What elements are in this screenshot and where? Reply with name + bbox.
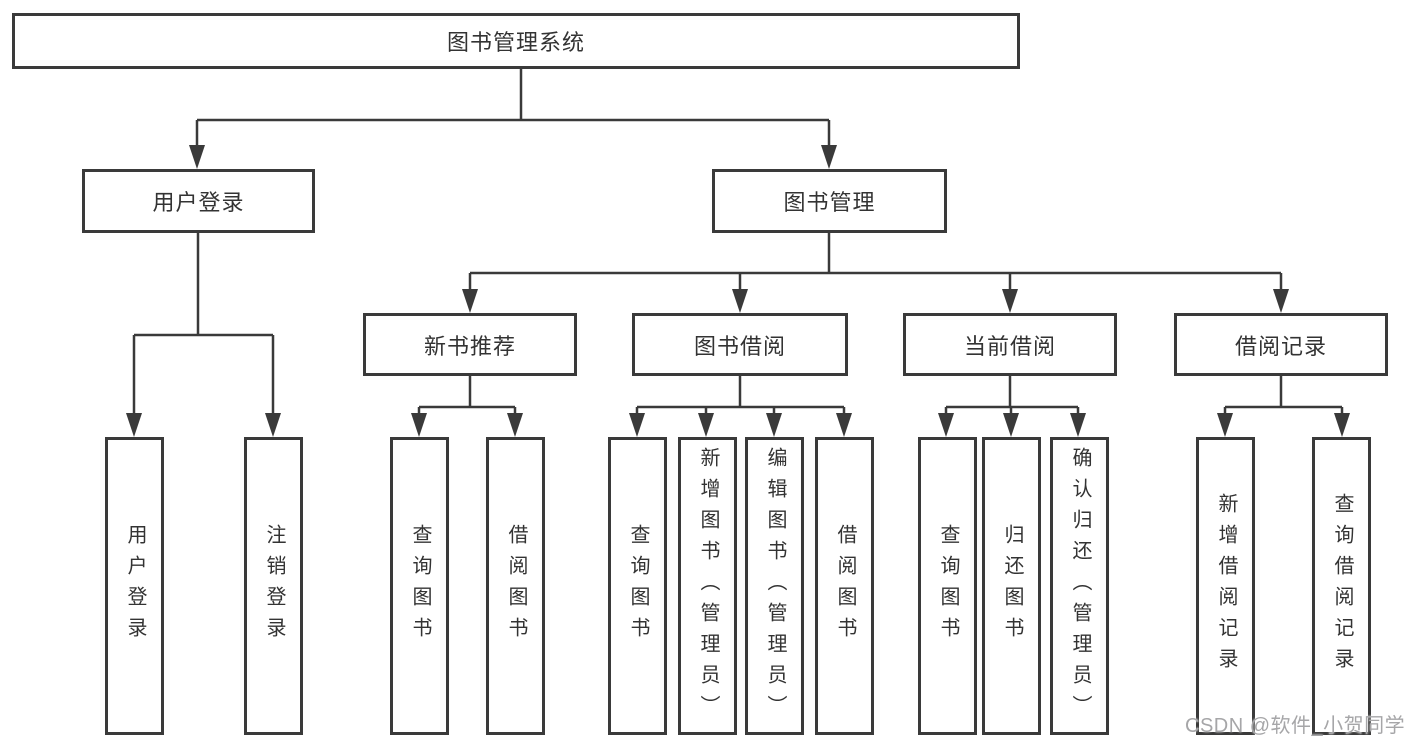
leaf-return-books-label: 归还图书	[1001, 524, 1023, 648]
node-new-book-recommend-label: 新书推荐	[423, 333, 516, 359]
leaf-query-books-current: 查询图书	[918, 437, 977, 735]
leaf-query-books-recommend-label: 查询图书	[409, 524, 431, 648]
leaf-borrow-books-recommend: 借阅图书	[486, 437, 545, 735]
leaf-query-books-current-label: 查询图书	[937, 524, 959, 648]
leaf-confirm-return-admin: 确认归还（管理员）	[1050, 437, 1109, 735]
leaf-add-book-admin: 新增图书（管理员）	[678, 437, 737, 735]
leaf-query-borrow-record-label: 查询借阅记录	[1331, 493, 1353, 679]
leaf-logout: 注销登录	[244, 437, 303, 735]
leaf-confirm-return-admin-label: 确认归还（管理员）	[1069, 446, 1091, 726]
leaf-borrow-books-borrowing-label: 借阅图书	[834, 524, 856, 648]
leaf-add-book-admin-label: 新增图书（管理员）	[697, 446, 719, 726]
leaf-query-books-borrowing: 查询图书	[608, 437, 667, 735]
leaf-add-borrow-record-label: 新增借阅记录	[1215, 493, 1237, 679]
leaf-query-borrow-record: 查询借阅记录	[1312, 437, 1371, 735]
node-user-login: 用户登录	[82, 169, 315, 233]
leaf-query-books-recommend: 查询图书	[390, 437, 449, 735]
node-user-login-label: 用户登录	[152, 190, 245, 215]
node-root: 图书管理系统	[12, 13, 1020, 69]
leaf-borrow-books-borrowing: 借阅图书	[815, 437, 874, 735]
node-book-management-label: 图书管理	[783, 190, 876, 215]
leaf-add-borrow-record: 新增借阅记录	[1196, 437, 1255, 735]
leaf-user-login: 用户登录	[105, 437, 164, 735]
leaf-query-books-borrowing-label: 查询图书	[627, 524, 649, 648]
leaf-logout-label: 注销登录	[263, 524, 285, 648]
node-new-book-recommend: 新书推荐	[363, 313, 577, 376]
leaf-edit-book-admin-label: 编辑图书（管理员）	[764, 446, 786, 726]
leaf-return-books: 归还图书	[982, 437, 1041, 735]
arrowheads	[126, 145, 1350, 437]
node-borrow-records-label: 借阅记录	[1234, 333, 1327, 359]
node-current-borrowing-label: 当前借阅	[963, 333, 1056, 359]
node-root-label: 图书管理系统	[446, 30, 585, 55]
node-book-borrowing: 图书借阅	[632, 313, 848, 376]
node-book-management: 图书管理	[712, 169, 947, 233]
node-book-borrowing-label: 图书借阅	[693, 333, 786, 359]
node-borrow-records: 借阅记录	[1174, 313, 1388, 376]
leaf-user-login-label: 用户登录	[124, 524, 146, 648]
leaf-edit-book-admin: 编辑图书（管理员）	[745, 437, 804, 735]
node-current-borrowing: 当前借阅	[903, 313, 1117, 376]
leaf-borrow-books-recommend-label: 借阅图书	[505, 524, 527, 648]
csdn-watermark: CSDN @软件_小贺同学	[1185, 715, 1405, 737]
